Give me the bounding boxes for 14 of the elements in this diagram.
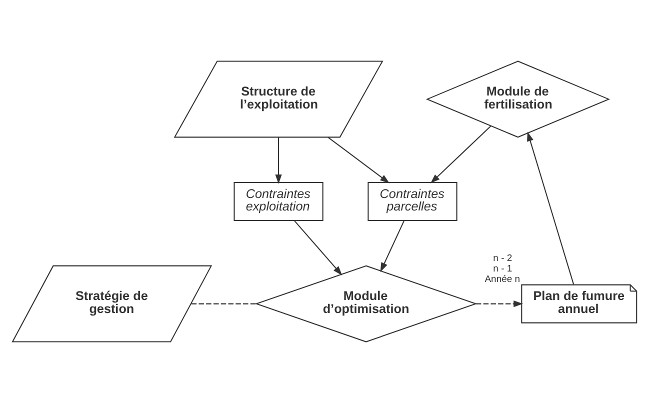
node-label: n - 2 bbox=[493, 252, 512, 264]
arrow bbox=[476, 300, 524, 308]
connector bbox=[191, 303, 256, 304]
arrow bbox=[275, 137, 282, 184]
node-label: n - 1 bbox=[493, 263, 512, 274]
node-diamond: Module de fertilisation bbox=[426, 60, 610, 138]
arrow bbox=[430, 126, 492, 184]
arrow bbox=[380, 220, 404, 272]
node-box: Contraintes exploitation bbox=[234, 182, 324, 222]
node-box: Contraintes parcelles bbox=[368, 182, 458, 222]
node-label: Année n bbox=[484, 274, 520, 285]
arrow bbox=[328, 136, 390, 184]
arrow bbox=[294, 220, 342, 276]
arrow bbox=[527, 132, 574, 284]
